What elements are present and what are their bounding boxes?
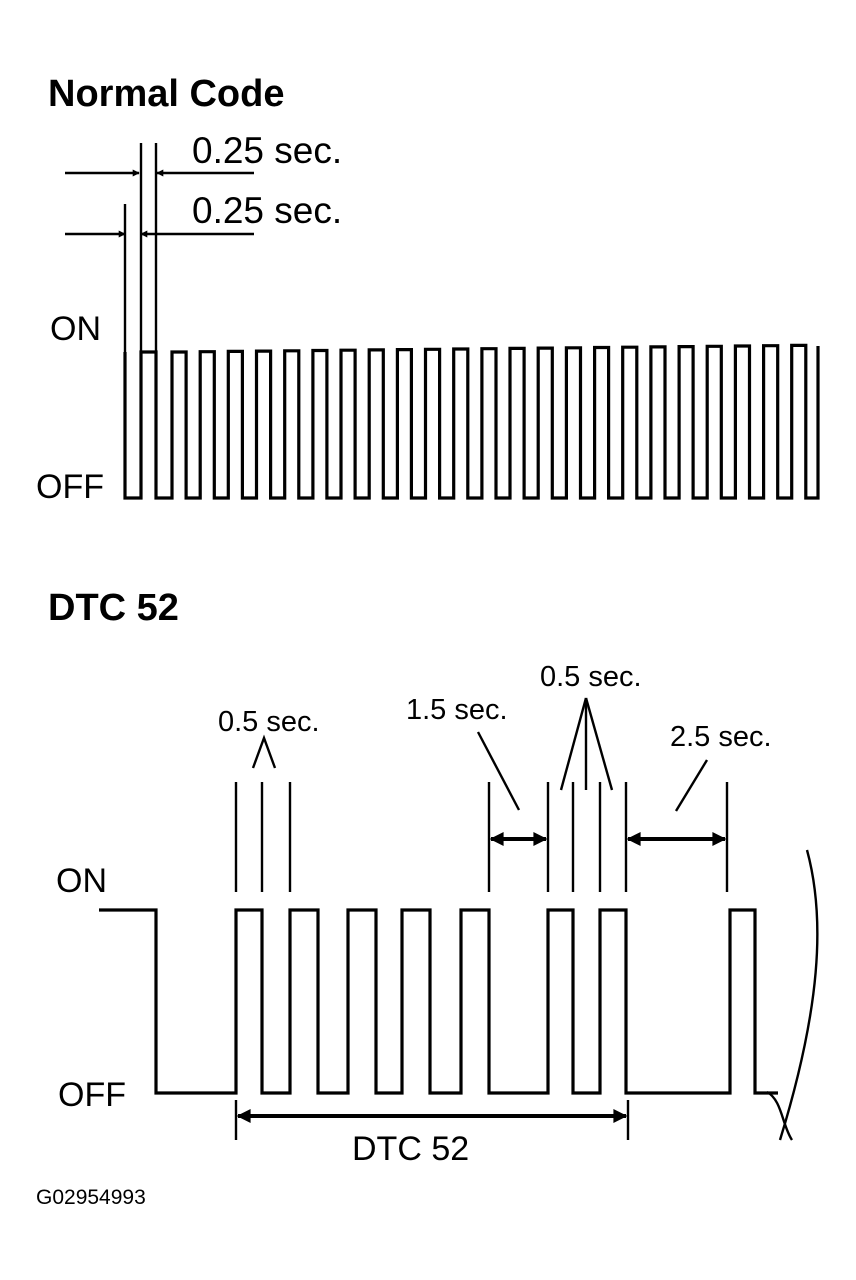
normal-on-duration-label: 0.25 sec. bbox=[192, 130, 342, 171]
dtc52-digit-gap-label: 1.5 sec. bbox=[406, 694, 508, 726]
dtc52-on-level-label: ON bbox=[56, 862, 107, 900]
figure-id: G02954993 bbox=[36, 1186, 146, 1209]
normal-code-waveform bbox=[123, 343, 820, 500]
normal-off-duration-label: 0.25 sec. bbox=[192, 190, 342, 231]
break-mark-2 bbox=[766, 1090, 794, 1141]
dtc52-pulse-pointer-2c bbox=[584, 697, 614, 791]
break-mark bbox=[778, 849, 819, 1141]
dtc52-pulse-duration-label: 0.5 sec. bbox=[218, 706, 320, 738]
normal-code-title: Normal Code bbox=[48, 73, 284, 115]
dtc52-digit-gap-pointer bbox=[476, 731, 521, 811]
dtc52-waveform bbox=[99, 908, 778, 1095]
dtc52-code-gap-label: 2.5 sec. bbox=[670, 721, 772, 753]
dtc52-code-gap-pointer bbox=[674, 759, 709, 812]
dtc52-pulse-pointer-2a bbox=[559, 697, 588, 791]
dtc52-pulse-duration-label-2: 0.5 sec. bbox=[540, 661, 642, 693]
dtc52-off-level-label: OFF bbox=[58, 1076, 126, 1114]
dtc52-title: DTC 52 bbox=[48, 587, 179, 629]
dtc52-pulse-pointer bbox=[251, 734, 277, 769]
normal-on-level-label: ON bbox=[50, 310, 101, 348]
dtc52-span-label: DTC 52 bbox=[352, 1130, 469, 1168]
normal-off-level-label: OFF bbox=[36, 468, 104, 506]
